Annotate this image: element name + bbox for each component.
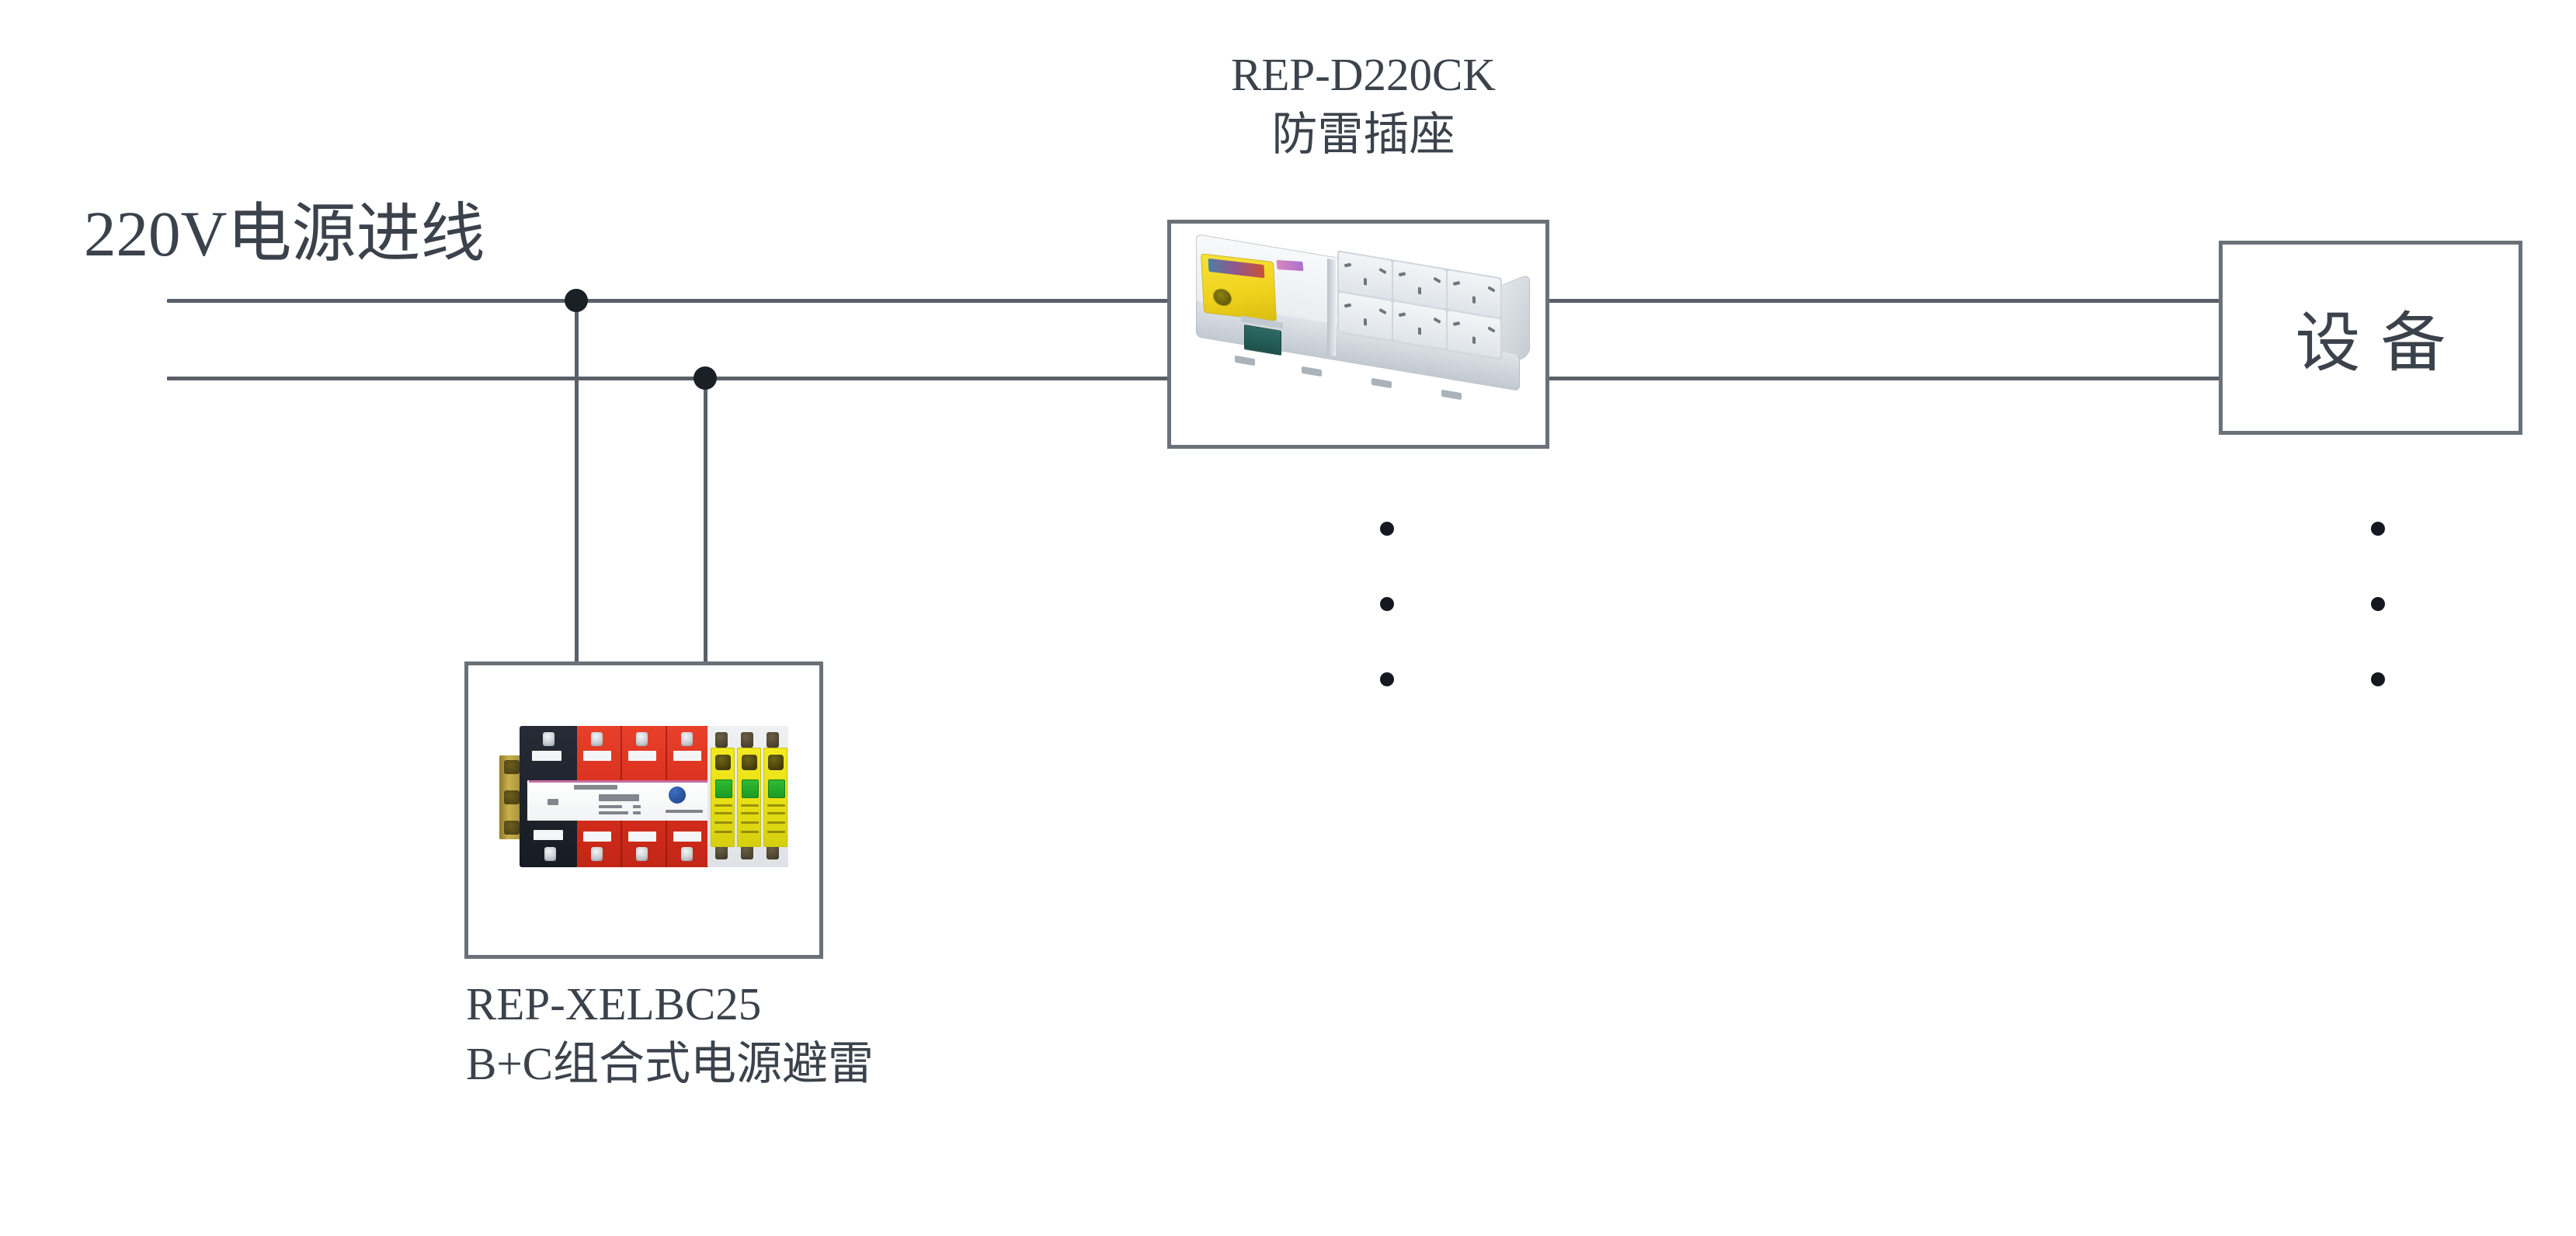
junction-dot-live	[565, 289, 588, 312]
power-strip-icon	[1185, 234, 1538, 427]
junction-dot-neutral	[694, 366, 717, 390]
power-strip-switch-icon	[1244, 324, 1281, 356]
spd-name-text: B+C组合式电源避雷	[466, 1037, 874, 1089]
spd-module	[763, 748, 787, 847]
socket-name-text: 防雷插座	[1271, 108, 1455, 160]
spd-model-text: REP-XELBC25	[466, 978, 762, 1029]
equipment-label: 设备	[2295, 307, 2466, 380]
neutral-line-segment-outgoing	[1548, 377, 2220, 380]
equipment-box[interactable]: 设备	[2219, 241, 2522, 435]
live-line-segment-incoming	[167, 299, 1169, 303]
spd-device-box[interactable]	[464, 661, 823, 959]
socket-model-text: REP-D220CK	[1231, 49, 1496, 100]
label-socket-device: REP-D220CK 防雷插座	[1231, 45, 1496, 164]
neutral-line-segment-incoming	[167, 377, 1169, 380]
spd-drop-wire-neutral	[704, 377, 707, 662]
spd-module	[711, 748, 735, 847]
live-line-segment-outgoing	[1548, 299, 2220, 303]
surge-protector-icon	[499, 715, 788, 891]
spd-drop-wire-live	[575, 299, 579, 662]
label-spd-device: REP-XELBC25 B+C组合式电源避雷	[466, 974, 874, 1093]
socket-device-box[interactable]	[1167, 220, 1549, 449]
spd-module	[737, 748, 761, 847]
label-incoming-power: 220V电源进线	[84, 198, 485, 269]
